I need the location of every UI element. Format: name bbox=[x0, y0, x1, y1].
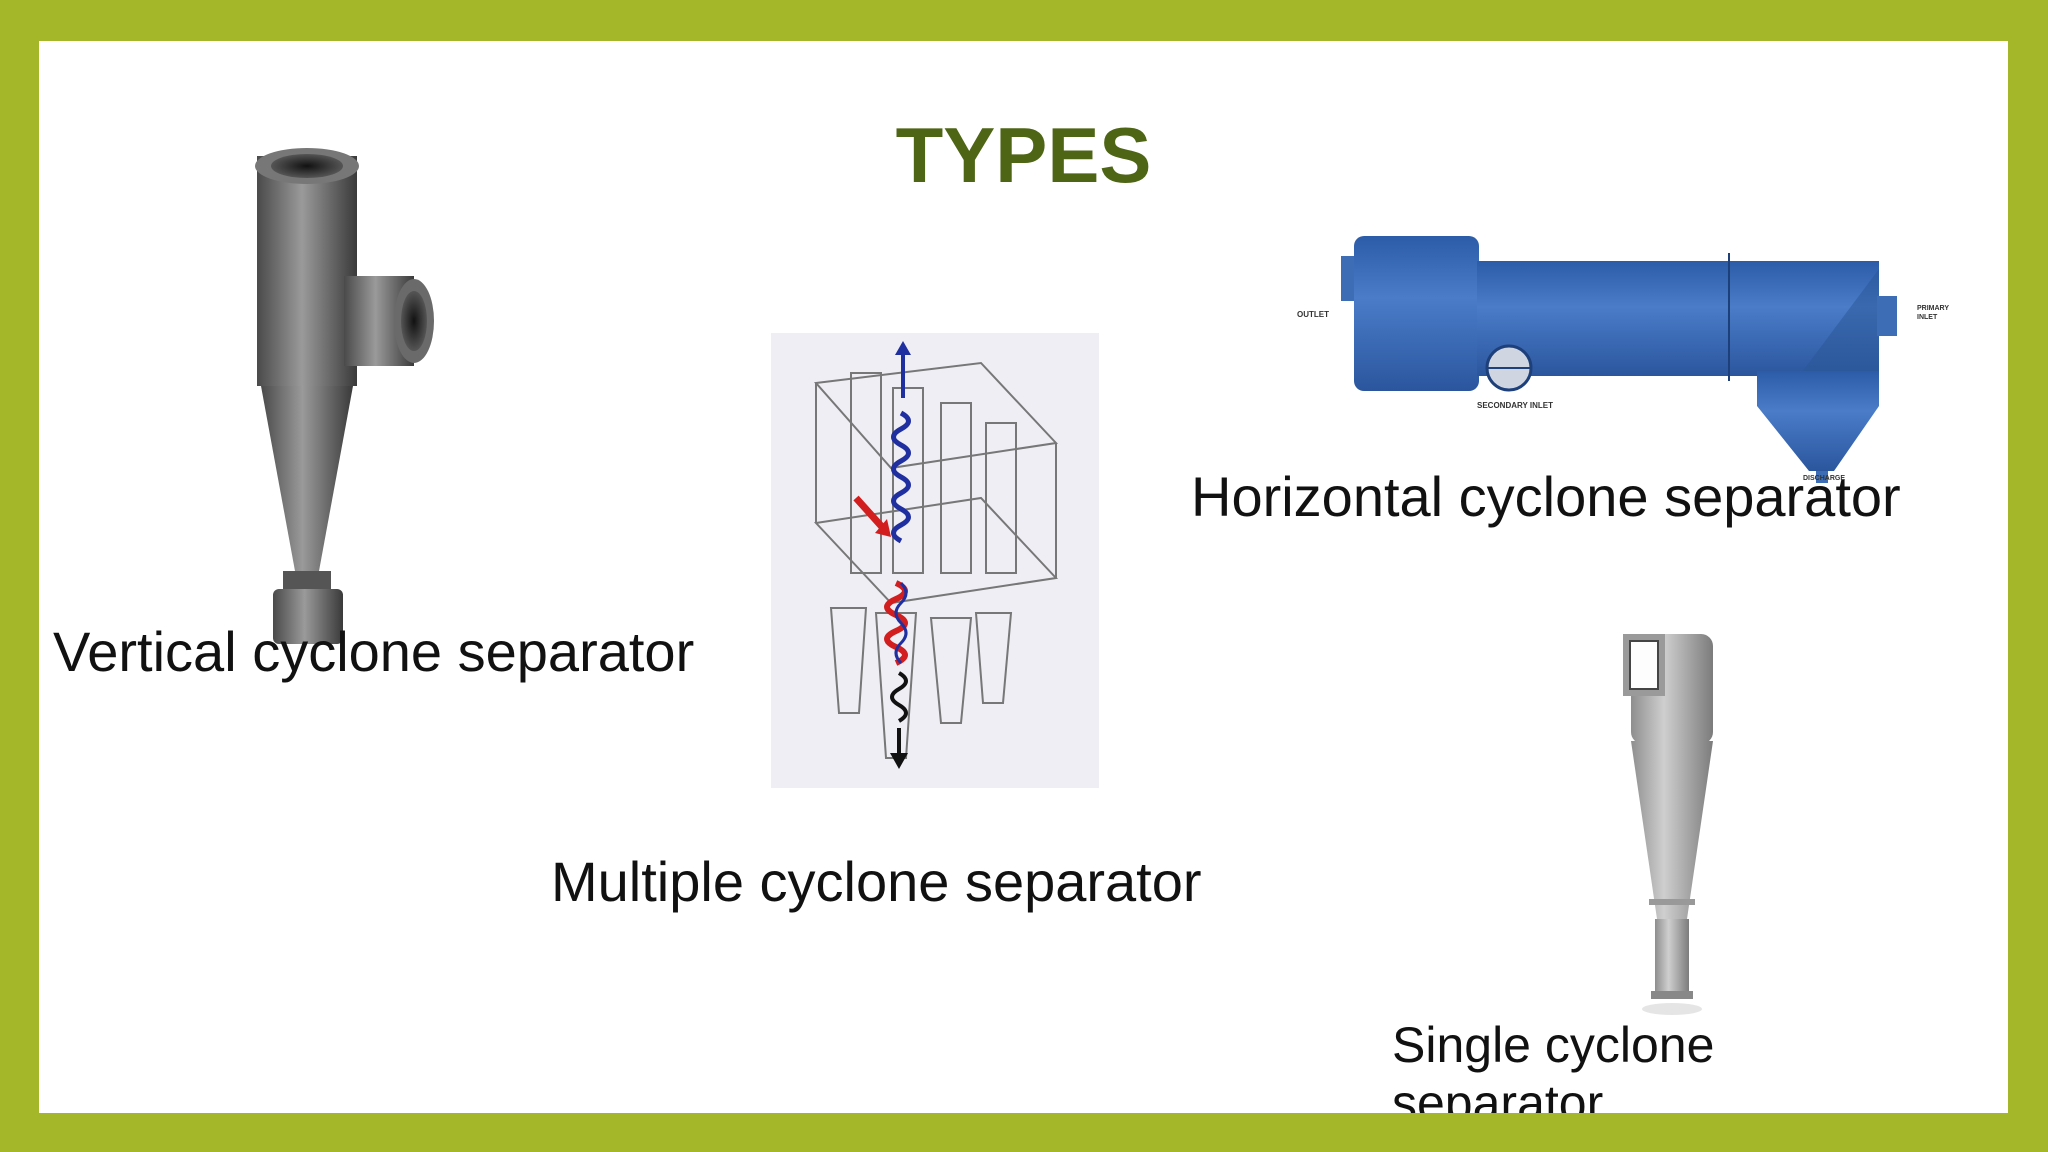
single-caption-line1: Single cyclone bbox=[1392, 1017, 1715, 1073]
primary-inlet-label-1: PRIMARY bbox=[1917, 305, 1949, 312]
multiple-cyclone-diagram bbox=[771, 333, 1099, 788]
slide-title: TYPES bbox=[895, 111, 1152, 199]
bottom-border bbox=[0, 1113, 2048, 1152]
multiple-caption: Multiple cyclone separator bbox=[551, 850, 1202, 913]
horizontal-cyclone-diagram: OUTLET SECONDARY INLET PRIMARY INLET DIS… bbox=[1297, 236, 1949, 483]
secondary-inlet-label: SECONDARY INLET bbox=[1477, 401, 1553, 410]
vertical-cyclone-image bbox=[255, 148, 434, 644]
discharge-label: DISCHARGE bbox=[1803, 475, 1845, 482]
primary-inlet-label-2: INLET bbox=[1917, 314, 1938, 321]
slide: TYPES bbox=[39, 41, 2008, 1113]
single-cyclone-image bbox=[1623, 634, 1713, 1015]
outlet-label: OUTLET bbox=[1297, 310, 1329, 319]
horizontal-caption: Horizontal cyclone separator bbox=[1191, 465, 1901, 528]
vertical-caption: Vertical cyclone separator bbox=[53, 620, 695, 683]
single-caption-line2: separator bbox=[1392, 1075, 1604, 1114]
